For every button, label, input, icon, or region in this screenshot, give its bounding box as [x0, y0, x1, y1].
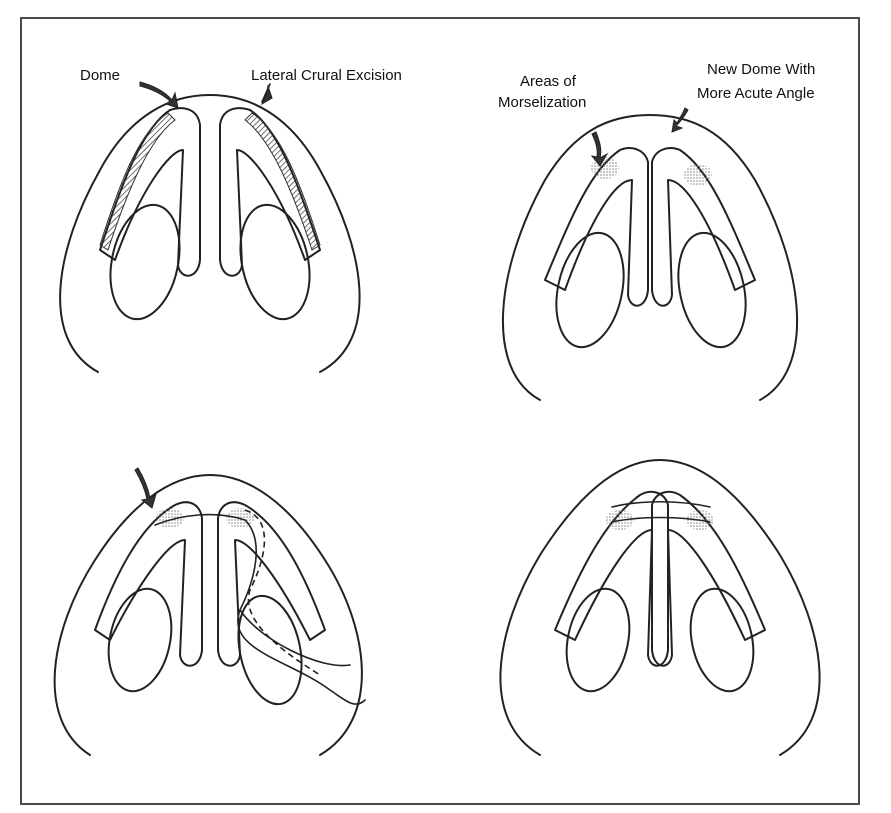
label-lateral-crural-excision: Lateral Crural Excision [251, 67, 402, 84]
label-morselization: Morselization [498, 94, 586, 111]
excision-arrow [262, 86, 272, 104]
dome-arrow [140, 82, 178, 108]
excision-left [100, 113, 175, 250]
morselization-right [684, 164, 712, 186]
label-more-acute-angle: More Acute Angle [697, 85, 815, 102]
nostril-left [558, 583, 638, 697]
excision-right [245, 113, 320, 250]
suture [155, 515, 365, 705]
suture-dashed [245, 510, 320, 675]
panel-top-left [60, 82, 359, 372]
panel-top-right [503, 108, 797, 400]
nostril-outline [503, 115, 797, 400]
nostril-left [100, 583, 180, 697]
label-new-dome: New Dome With [707, 61, 815, 78]
label-dome: Dome [80, 67, 120, 84]
nostril-right [669, 227, 756, 354]
label-areas-of: Areas of [520, 73, 577, 90]
nostril-outline [500, 460, 819, 755]
panel-bottom-right [500, 460, 819, 755]
panel-bottom-left [55, 468, 365, 755]
nostril-right [682, 583, 762, 697]
suture-arrow [135, 468, 156, 508]
